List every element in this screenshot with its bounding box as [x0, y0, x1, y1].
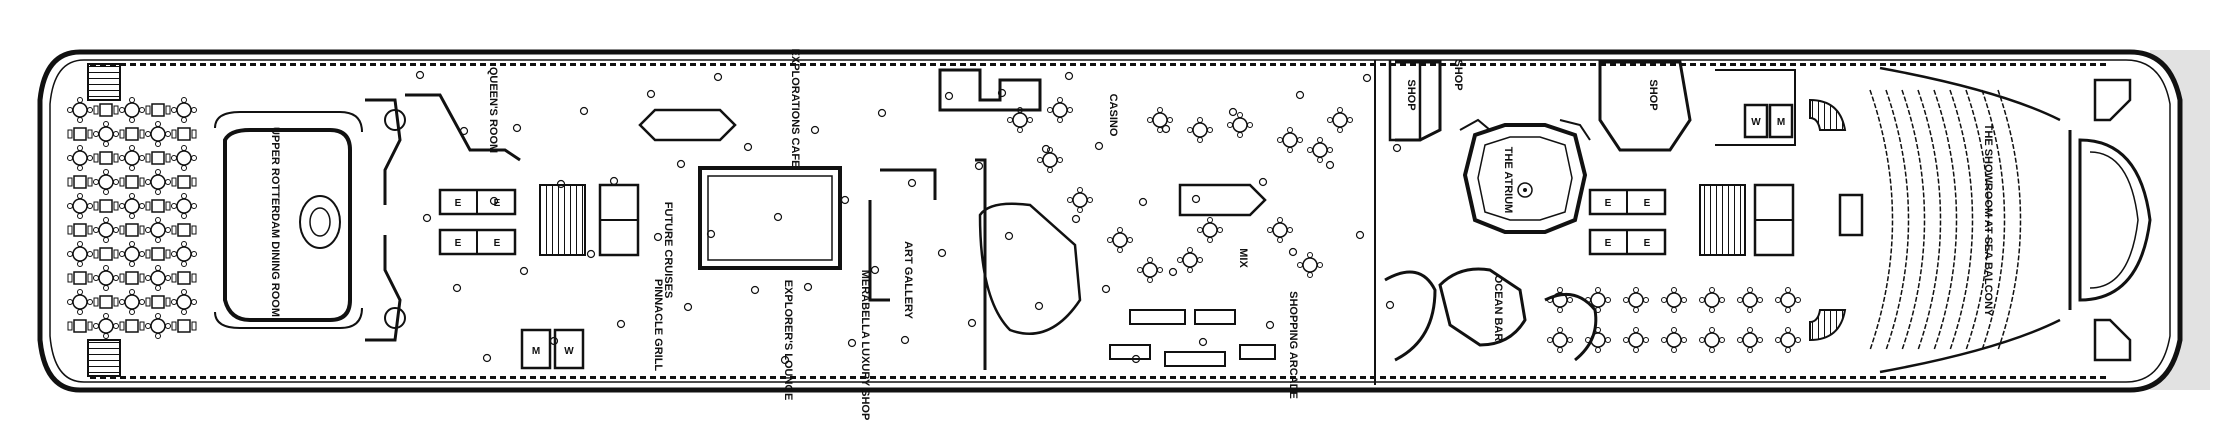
elevator-e3: E	[455, 238, 462, 249]
hull-inner	[49, 59, 2171, 383]
art-gallery-label: ART GALLERY	[902, 241, 914, 319]
shop-2-label: SHOP	[1452, 59, 1464, 90]
curved-lounge	[978, 202, 1082, 335]
curved-bar-1	[1384, 270, 1437, 362]
column-top	[384, 109, 406, 131]
elevator-e1: E	[455, 198, 462, 209]
elevator-e7: E	[1605, 238, 1612, 249]
windows-bottom	[90, 376, 2110, 379]
elevator-e8: E	[1644, 238, 1651, 249]
restroom-m-aft: M	[532, 346, 540, 357]
casino-label: CASINO	[1107, 94, 1119, 137]
mid-wall-3	[975, 158, 987, 370]
queens-room-label: QUEEN'S ROOM	[487, 67, 499, 153]
showroom-balcony	[1879, 66, 2152, 374]
elevator-bank-fwd	[1588, 188, 1667, 256]
corridor-wall-top	[365, 98, 402, 205]
elevator-e5: E	[1605, 198, 1612, 209]
ocean-bar	[1438, 267, 1527, 347]
pinnacle-grill-label: PINNACLE GRILL	[652, 279, 664, 372]
elevator-bank-aft	[438, 188, 517, 256]
mid-wall-1	[868, 200, 890, 302]
restroom-w-aft: W	[564, 346, 574, 357]
hex-bar	[638, 108, 737, 142]
fwd-curved-stairs	[1809, 78, 2132, 362]
aft-stairs-top	[87, 63, 121, 101]
queens-room-wall	[405, 93, 521, 162]
restrooms-fwd	[1715, 69, 1796, 146]
central-atrium-void	[698, 166, 842, 270]
windows-top	[90, 63, 2110, 66]
restrooms-aft	[520, 328, 585, 370]
mid-wall-2	[880, 168, 937, 200]
shop-1-label: SHOP	[1405, 79, 1417, 110]
future-cruises-label: FUTURE CRUISES	[662, 202, 674, 299]
aft-stairs-bottom	[87, 339, 121, 377]
shop-3-label: SHOP	[1647, 79, 1659, 110]
upper-rotterdam-dining-room	[214, 111, 363, 329]
atrium-label: THE ATRIUM	[1502, 147, 1514, 214]
mix-bar	[1178, 183, 1267, 217]
hull-outline	[37, 49, 2183, 393]
elevator-e4: E	[494, 238, 501, 249]
shop-block-1	[1395, 60, 1442, 142]
aft-stairwell	[539, 183, 640, 257]
restroom-w-fwd: W	[1751, 117, 1761, 128]
shopping-arcade-label: SHOPPING ARCADE	[1287, 291, 1299, 399]
mix-label: MIX	[1237, 248, 1249, 268]
shop-block-3	[1598, 60, 1692, 152]
explorers-lounge-label: EXPLORER'S LOUNGE	[782, 280, 794, 401]
upper-rotterdam-label: UPPER ROTTERDAM DINING ROOM	[269, 127, 281, 317]
explorations-cafe-label: EXPLORATIONS CAFE	[789, 49, 801, 168]
ocean-bar-label: OCEAN BAR	[1492, 275, 1504, 342]
merabella-label: MERABELLA LUXURY SHOP	[859, 270, 871, 421]
restroom-m-fwd: M	[1777, 117, 1785, 128]
elevator-e6: E	[1644, 198, 1651, 209]
lift-bay-mid	[938, 68, 1042, 112]
showroom-label: THE SHOWROOM AT SEA BALCONY	[1982, 124, 1994, 317]
column-bottom	[384, 307, 406, 329]
corridor-wall-bottom	[365, 235, 402, 342]
shopping-arcade	[1109, 309, 1276, 367]
atrium	[1459, 118, 1591, 234]
fwd-stairwell	[1699, 183, 1864, 257]
